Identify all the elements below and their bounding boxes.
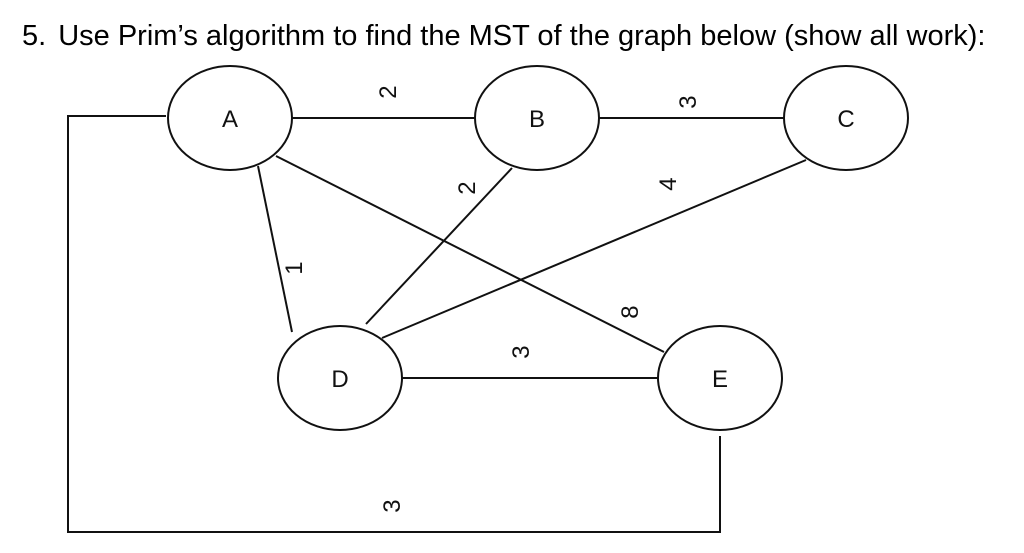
node-b-label: B: [529, 106, 545, 133]
edge-a-e: [275, 155, 665, 353]
question-number: 5.: [22, 20, 47, 52]
node-a-label: A: [222, 106, 238, 133]
weight-c-d: 4: [655, 177, 682, 190]
weight-a-e: 8: [617, 305, 644, 318]
edge-a-e-outer: [67, 115, 721, 533]
node-c: C: [783, 65, 909, 171]
question-text: 5. Use Prim’s algorithm to find the MST o…: [22, 20, 986, 53]
question-prompt: Use Prim’s algorithm to find the MST of …: [58, 20, 986, 52]
node-d-label: D: [331, 366, 348, 393]
node-a: A: [167, 65, 293, 171]
node-d: D: [277, 325, 403, 431]
weight-d-e: 3: [508, 345, 535, 358]
node-b: B: [474, 65, 600, 171]
node-e: E: [657, 325, 783, 431]
node-e-label: E: [712, 366, 728, 393]
node-c-label: C: [837, 106, 854, 133]
edge-a-d: [257, 165, 293, 333]
weight-a-d: 1: [281, 261, 308, 274]
weight-b-d: 2: [454, 181, 481, 194]
weight-a-b: 2: [375, 85, 402, 98]
edge-b-d: [365, 167, 513, 325]
edge-c-d: [381, 159, 807, 339]
weight-b-c: 3: [675, 95, 702, 108]
weight-a-e-outer: 3: [379, 499, 406, 512]
